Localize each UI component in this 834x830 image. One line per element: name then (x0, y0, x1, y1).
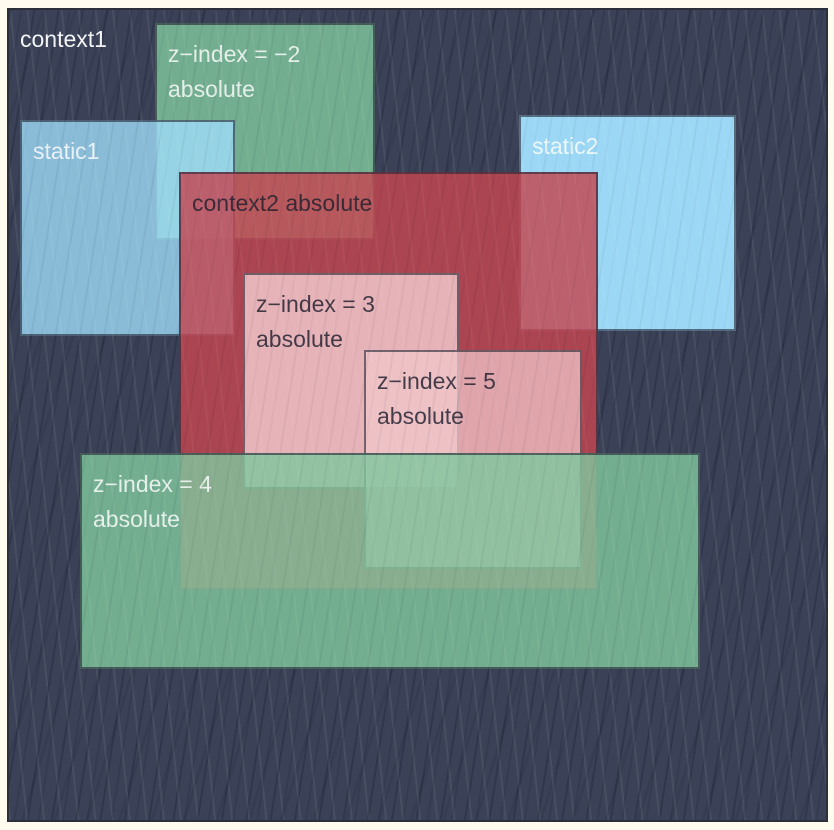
context1-panel: context1 z−index = −2 absolute static1 s… (7, 8, 828, 822)
static2-label: static2 (532, 133, 599, 159)
zindex-4-label-line1: z−index = 4 (93, 471, 212, 497)
context2-label: context2 absolute (192, 190, 373, 216)
zindex-5-label-line1: z−index = 5 (377, 368, 496, 394)
zindex-3-label-line1: z−index = 3 (256, 291, 375, 317)
zindex-4-box: z−index = 4 absolute (80, 453, 700, 669)
context1-label: context1 (20, 26, 107, 52)
static1-label: static1 (33, 138, 100, 164)
zindex-3-label-line2: absolute (256, 326, 343, 352)
zindex-4-label-line2: absolute (93, 506, 180, 532)
zindex-neg2-label-line1: z−index = −2 (168, 41, 301, 67)
zindex-5-label-line2: absolute (377, 403, 464, 429)
zindex-neg2-label-line2: absolute (168, 76, 255, 102)
